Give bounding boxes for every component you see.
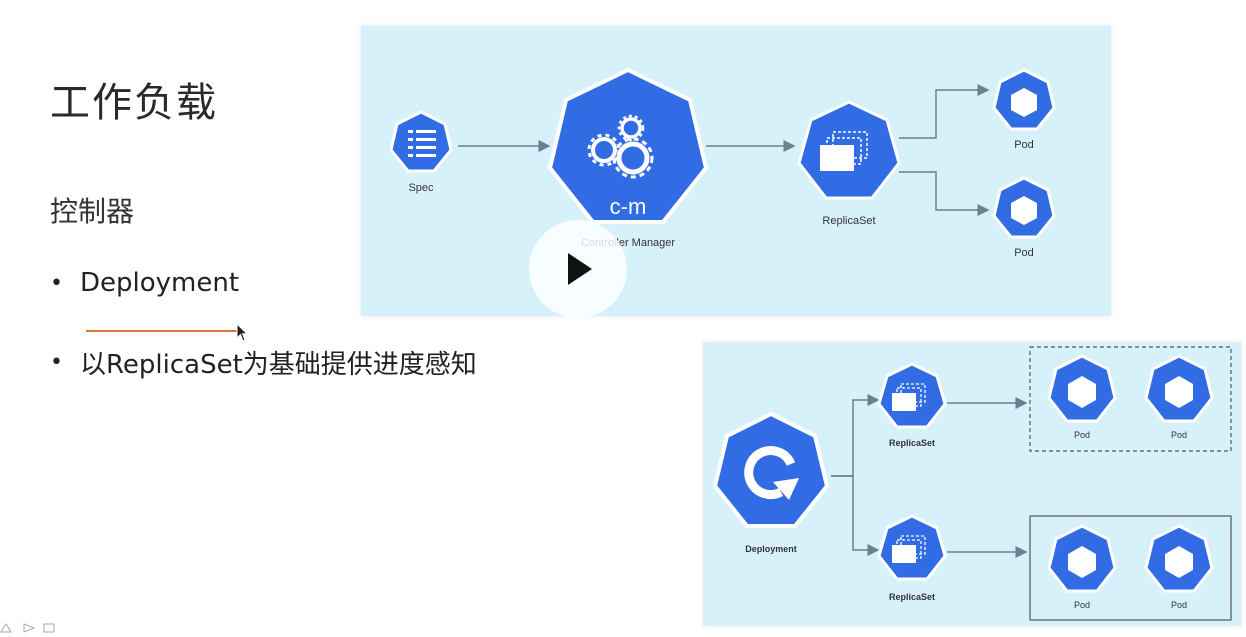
replicaset-label: ReplicaSet xyxy=(889,438,935,448)
bullet-dot: • xyxy=(50,350,63,375)
slide-subtitle: 控制器 xyxy=(50,195,135,228)
spec-label: Spec xyxy=(408,182,434,194)
cm-badge: c-m xyxy=(610,194,647,219)
pod-icon xyxy=(1047,524,1117,593)
bullet-item: • 以ReplicaSet为基础提供进度感知 xyxy=(50,344,477,381)
bullet-text: Deployment xyxy=(80,268,240,298)
pod-icon xyxy=(992,176,1056,239)
bullet-item: • Deployment xyxy=(50,268,239,298)
play-button[interactable] xyxy=(529,220,627,318)
pod-label: Pod xyxy=(1074,430,1090,440)
replicaset-icon xyxy=(877,514,947,581)
bullet-text: 以ReplicaSet为基础提供进度感知 xyxy=(80,350,477,380)
rs-to-pod-arrow xyxy=(899,171,990,216)
mouse-cursor-icon xyxy=(236,323,249,342)
replicaset-icon xyxy=(877,362,947,429)
controller-manager-icon xyxy=(547,67,709,224)
spec-icon xyxy=(389,110,453,173)
deploy-to-rs-arrow xyxy=(831,475,880,556)
replicaset-label: ReplicaSet xyxy=(889,592,935,602)
pod-icon xyxy=(992,68,1056,131)
pod-icon xyxy=(1144,524,1214,593)
old-pod-group xyxy=(1029,346,1232,452)
pod-label: Pod xyxy=(1074,600,1090,610)
slide-nav-icons[interactable] xyxy=(0,622,80,637)
deployment-icon xyxy=(712,411,830,528)
deploy-to-rs-arrow xyxy=(831,394,880,477)
rs-to-pod-arrow xyxy=(899,84,990,139)
pod-label: Pod xyxy=(1171,430,1187,440)
replicaset-label: ReplicaSet xyxy=(822,215,875,227)
deployment-label: Deployment xyxy=(745,544,797,554)
pod-label: Pod xyxy=(1171,600,1187,610)
controller-diagram: Spec c-m Controller Manager ReplicaSet P… xyxy=(361,26,1111,316)
replicaset-icon xyxy=(797,100,901,200)
annotation-underline xyxy=(86,330,242,332)
bullet-dot: • xyxy=(50,270,63,296)
play-icon xyxy=(568,253,592,285)
pod-icon xyxy=(1047,354,1117,423)
pod-label: Pod xyxy=(1014,139,1034,151)
deployment-diagram: Deployment ReplicaSet ReplicaSet Pod Pod xyxy=(703,342,1241,626)
slide-title: 工作负载 xyxy=(50,80,218,126)
pod-label: Pod xyxy=(1014,247,1034,259)
new-pod-group xyxy=(1029,515,1232,621)
pod-icon xyxy=(1144,354,1214,423)
